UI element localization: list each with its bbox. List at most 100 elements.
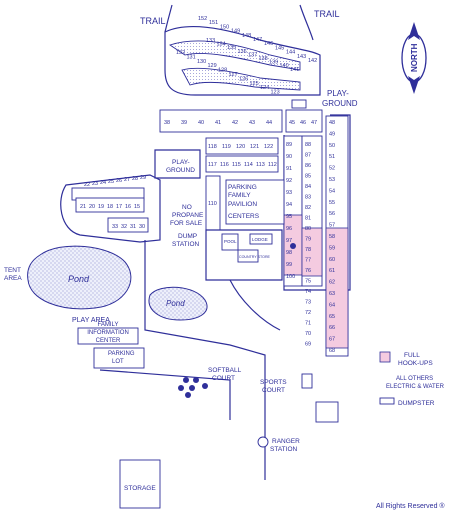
trees — [178, 377, 208, 398]
site-number: 138 — [259, 56, 268, 62]
legend: FULL HOOK-UPS ALL OTHERS ELECTRIC & WATE… — [379, 351, 445, 407]
left-loop — [60, 174, 161, 243]
site-number: 44 — [266, 120, 272, 126]
centers-label: CENTERS — [228, 213, 260, 220]
pool-box — [221, 233, 239, 251]
site-number: 119 — [222, 144, 231, 150]
site-number: 123 — [271, 90, 280, 96]
site-number: 141 — [290, 67, 299, 73]
site-number: 136 — [238, 49, 247, 55]
site-number: 151 — [209, 20, 218, 26]
parking-lot-box — [93, 347, 145, 369]
site-number: 114 — [244, 162, 253, 168]
row-118-122-block — [205, 137, 279, 155]
site-number: 33 — [112, 224, 118, 230]
site-number: 42 — [232, 120, 238, 126]
col-48-labels: 4849505152535455565758596061626364656667… — [329, 120, 335, 354]
site-number: 67 — [329, 337, 335, 343]
site-number: 28 — [132, 176, 138, 182]
parking-lot-label-1: PARKING — [108, 351, 135, 357]
site-number: 80 — [305, 226, 311, 232]
site-number: 81 — [305, 216, 311, 222]
site-number: 97 — [286, 238, 292, 244]
softball-label-2: COURT — [212, 375, 235, 382]
site-number: 113 — [256, 162, 265, 168]
site-number: 41 — [215, 120, 221, 126]
storage-box — [119, 459, 161, 509]
info-label-1: FAMILY — [98, 322, 119, 328]
site-number: 88 — [305, 142, 311, 148]
site-number: 143 — [297, 54, 306, 60]
site-number: 55 — [329, 200, 335, 206]
site-number: 73 — [305, 300, 311, 306]
dump-station-label: STATION — [172, 241, 200, 248]
site-number: 139 — [269, 60, 278, 66]
site-number: 63 — [329, 291, 335, 297]
center-area — [205, 137, 285, 281]
site-number: 124 — [260, 85, 269, 91]
site-number: 120 — [236, 144, 245, 150]
court-box — [315, 401, 339, 423]
site-number: 61 — [329, 268, 335, 274]
site-number: 122 — [264, 144, 273, 150]
site-number: 26 — [116, 178, 122, 184]
play-area-label: PLAY AREA — [72, 317, 110, 324]
store-label: COUNTRY STORE — [239, 255, 271, 259]
site-number: 24 — [100, 180, 106, 186]
site-number: 131 — [187, 54, 196, 60]
pond-center-label: Pond — [166, 299, 185, 308]
info-label-2: INFORMATION — [87, 330, 129, 336]
site-number: 69 — [305, 342, 311, 348]
marker-dot — [290, 243, 296, 249]
store-box — [237, 249, 259, 263]
parking-label: PARKING — [228, 184, 257, 191]
site-number: 57 — [329, 223, 335, 229]
row-112-117-block — [205, 155, 279, 173]
site-number: 91 — [286, 166, 292, 172]
site-number: 48 — [329, 120, 335, 126]
pond-left-label: Pond — [68, 274, 90, 284]
north-label: NORTH — [410, 43, 419, 72]
site-number: 95 — [286, 214, 292, 220]
site-number: 116 — [220, 162, 229, 168]
site-number: 92 — [286, 178, 292, 184]
tent-label: TENT — [4, 267, 21, 274]
dumpster-icon — [379, 397, 395, 405]
site-number: 146 — [264, 41, 273, 47]
right-site-area — [283, 114, 351, 357]
site-number: 30 — [139, 224, 145, 230]
north-arrow: NORTH — [401, 22, 427, 94]
site-number: 22 — [84, 182, 90, 188]
site-number: 144 — [286, 50, 295, 56]
legend-others-1: ALL OTHERS — [396, 376, 433, 382]
site-number: 52 — [329, 166, 335, 172]
softball-label-1: SOFTBALL — [208, 367, 242, 374]
site-number: 129 — [208, 63, 217, 69]
site-number: 51 — [329, 154, 335, 160]
site-number: 71 — [305, 321, 311, 327]
site-number: 49 — [329, 131, 335, 137]
legend-swatch — [379, 351, 391, 363]
site-number: 75 — [305, 279, 311, 285]
playground-top-label-1: PLAY- — [327, 89, 349, 98]
tent-area-label: AREA — [4, 275, 22, 282]
ranger-label-1: RANGER — [272, 438, 300, 445]
site-number: 70 — [305, 331, 311, 337]
site-number: 90 — [286, 154, 292, 160]
site-number: 25 — [108, 179, 114, 185]
site-number: 18 — [107, 204, 113, 210]
lodge-label: LODGE — [252, 237, 268, 242]
parking-lot-label-2: LOT — [112, 359, 124, 365]
for-sale-label: FOR SALE — [170, 220, 203, 227]
site-number: 50 — [329, 143, 335, 149]
site-number: 84 — [305, 184, 311, 190]
site-number: 27 — [124, 177, 130, 183]
no-label: NO — [182, 204, 192, 211]
sports-label-1: SPORTS — [260, 379, 287, 386]
site-number: 38 — [164, 120, 170, 126]
full-hookup-col-mid — [301, 227, 323, 277]
site-number: 43 — [249, 120, 255, 126]
